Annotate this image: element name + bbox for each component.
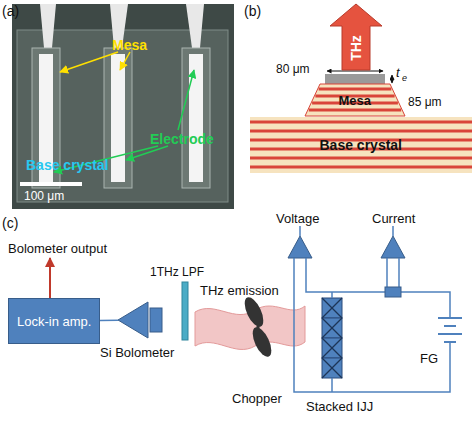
mesa-schematic: [392, 75, 393, 83]
measurement-setup: [322, 358, 342, 378]
callout-arrow: [126, 146, 168, 160]
measurement-setup: [322, 338, 342, 358]
measurement-setup: [299, 226, 301, 236]
dimension: 80 μm: [276, 63, 310, 75]
node-text: Mesa: [339, 94, 372, 107]
measurement-setup: [438, 333, 462, 335]
dimension: e: [402, 74, 407, 83]
measurement-setup: [398, 258, 400, 287]
crystal-block: [250, 117, 472, 173]
measurement-setup: [322, 298, 342, 378]
measurement-setup: [322, 298, 342, 378]
measurement-setup: [49, 258, 51, 298]
measurement-setup: [385, 287, 401, 297]
measurement-setup: [322, 338, 342, 358]
layer-stripe: [309, 109, 401, 112]
layer-stripe: [250, 121, 472, 124]
mesa-shape: Mesa: [305, 84, 405, 116]
callout-arrow: [60, 52, 118, 72]
measurement-setup: [306, 258, 385, 292]
panel-label: (c): [2, 216, 18, 230]
measurement-setup: [322, 318, 342, 338]
measurement-setup: [322, 298, 342, 318]
measurement-setup: [182, 282, 188, 340]
micrograph: [189, 54, 203, 182]
measurement-setup: [294, 258, 450, 392]
callout-arrow: [54, 52, 194, 172]
bolometer-amplifier: Si Bolometer: [118, 302, 148, 338]
measurement-setup: [331, 292, 333, 298]
signal-name: THz emission: [200, 284, 279, 297]
measurement-setup: [322, 358, 342, 378]
micrograph: [186, 4, 204, 48]
micrograph: [111, 54, 125, 182]
measurement-setup: [322, 318, 342, 338]
measurement-setup: [150, 308, 162, 332]
layer-stripe: [250, 166, 472, 169]
measurement-setup: [241, 295, 267, 330]
part-name: Base crystal: [26, 158, 109, 172]
measurement-setup: [50, 226, 462, 392]
measurement-setup: [438, 317, 462, 319]
panel-label: (a): [2, 4, 19, 18]
micrograph: [40, 4, 56, 48]
measurement-setup: [294, 258, 450, 392]
part-name: FG: [420, 352, 438, 365]
layer-stripe: [250, 130, 472, 133]
part-name: Electrode: [150, 132, 214, 146]
box-shape: [9, 299, 100, 344]
signal-name: Bolometer output: [8, 242, 107, 255]
node-text: Si Bolometer: [100, 346, 174, 359]
trapezoid-shape: [305, 84, 405, 116]
signal-name: Current: [372, 212, 415, 225]
measurement-setup: [381, 236, 405, 258]
dimension: 85 μm: [408, 96, 442, 108]
measurement-setup: [322, 318, 342, 338]
measurement-setup: [322, 298, 342, 318]
bolometer-amplifier-outline: [118, 302, 148, 338]
measurement-setup: [444, 325, 456, 327]
thz-arrow: THz: [330, 4, 382, 70]
connector-line: [100, 319, 118, 321]
part-name: 1THz LPF: [150, 266, 204, 278]
measurement-setup: [392, 226, 394, 236]
mesa-schematic: [327, 71, 383, 72]
base-crystal: Base crystal: [250, 117, 472, 173]
signal-name: Voltage: [276, 212, 319, 225]
measurement-setup: [322, 298, 342, 318]
micrograph: [12, 4, 234, 209]
micrograph: [12, 4, 234, 209]
measurement-setup: [331, 378, 333, 392]
panel-label: (b): [244, 4, 261, 18]
measurement-setup: [438, 318, 462, 342]
node-text: Lock-in amp.: [17, 315, 91, 328]
micrograph: [182, 48, 210, 188]
node-text: Base crystal: [320, 138, 403, 152]
triangle-shape: [118, 302, 148, 338]
layer-stripe: [250, 157, 472, 160]
measurement-setup: [322, 338, 342, 358]
layer-stripe: [319, 88, 392, 91]
callout-arrow: [120, 52, 130, 70]
part-name: Stacked IJJ: [306, 400, 373, 413]
measurement-setup: [249, 325, 275, 360]
measurement-setup: [257, 326, 260, 328]
measurement-setup: [386, 258, 388, 287]
mesa-schematic: [325, 74, 385, 84]
arrow-shape: [330, 4, 382, 70]
dimension: t: [396, 66, 400, 79]
micrograph: [20, 182, 82, 186]
measurement-setup: [288, 236, 312, 258]
scale-bar-label: 100 μm: [24, 190, 64, 202]
callout-arrow: [178, 70, 194, 130]
measurement-setup: [322, 358, 342, 378]
part-name: Mesa: [112, 38, 147, 52]
lock-in-box: Lock-in amp.: [8, 298, 100, 344]
measurement-setup: [444, 341, 456, 343]
node-text: THz: [349, 35, 363, 61]
micrograph: [17, 30, 228, 202]
measurement-setup: [401, 292, 450, 318]
part-name: Chopper: [232, 392, 282, 405]
